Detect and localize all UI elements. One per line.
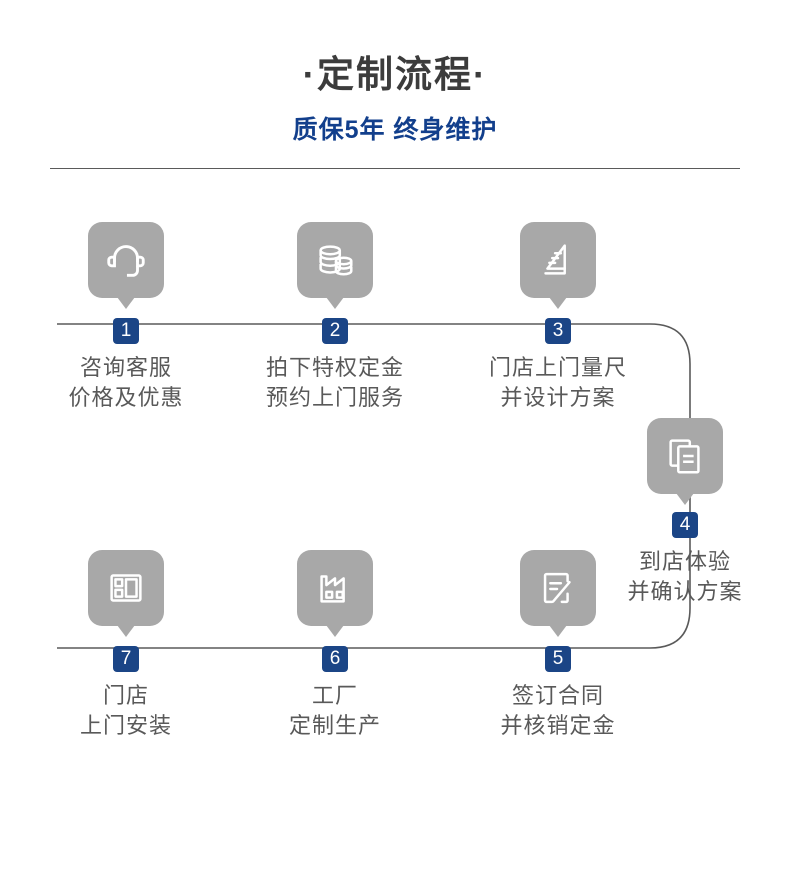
step-7-caption-line-1: 门店 — [102, 683, 149, 708]
step-2-badge: 2 — [322, 318, 348, 344]
step-5-caption-line-2: 并核销定金 — [500, 713, 616, 738]
coins-stack-icon — [297, 222, 373, 298]
step-7-icon-tail — [117, 625, 135, 637]
step-6-badge: 6 — [322, 646, 348, 672]
contract-sign-icon — [520, 550, 596, 626]
documents-icon — [647, 418, 723, 494]
step-1-icon-wrap — [88, 222, 164, 309]
step-3-caption-line-1: 门店上门量尺 — [488, 355, 627, 380]
step-3-icon-wrap — [520, 222, 596, 309]
step-6-icon-tail — [326, 625, 344, 637]
step-2[interactable]: 2 拍下特权定金 预约上门服务 — [255, 222, 415, 413]
step-5-caption-line-1: 签订合同 — [511, 683, 604, 708]
step-2-caption-line-2: 预约上门服务 — [265, 385, 404, 410]
step-4-caption-line-1: 到店体验 — [638, 549, 731, 574]
window-layout-icon — [88, 550, 164, 626]
step-5-caption: 签订合同 并核销定金 — [478, 681, 638, 741]
step-2-icon-tail — [326, 297, 344, 309]
step-2-icon-wrap — [297, 222, 373, 309]
step-5-icon-wrap — [520, 550, 596, 637]
step-5-badge: 5 — [545, 646, 571, 672]
step-1-caption: 咨询客服 价格及优惠 — [46, 353, 206, 413]
step-4-icon-tail — [676, 493, 694, 505]
step-4-badge: 4 — [672, 512, 698, 538]
step-4-caption-line-2: 并确认方案 — [627, 579, 743, 604]
step-2-caption: 拍下特权定金 预约上门服务 — [255, 353, 415, 413]
step-6-caption-line-2: 定制生产 — [288, 713, 381, 738]
step-7[interactable]: 7 门店 上门安装 — [46, 550, 206, 741]
step-7-caption: 门店 上门安装 — [46, 681, 206, 741]
step-1-badge: 1 — [113, 318, 139, 344]
step-1[interactable]: 1 咨询客服 价格及优惠 — [46, 222, 206, 413]
step-3-caption-line-2: 并设计方案 — [500, 385, 616, 410]
headset-icon — [88, 222, 164, 298]
factory-icon — [297, 550, 373, 626]
step-3[interactable]: 3 门店上门量尺 并设计方案 — [478, 222, 638, 413]
step-2-caption-line-1: 拍下特权定金 — [265, 355, 404, 380]
step-5-icon-tail — [549, 625, 567, 637]
step-6-caption-line-1: 工厂 — [311, 683, 358, 708]
step-3-badge: 3 — [545, 318, 571, 344]
page-subtitle: 质保5年 终身维护 — [292, 116, 498, 144]
page-title: ·定制流程· — [302, 54, 488, 95]
step-4-icon-wrap — [647, 418, 723, 505]
step-1-icon-tail — [117, 297, 135, 309]
step-4[interactable]: 4 到店体验 并确认方案 — [605, 418, 765, 607]
step-1-caption-line-2: 价格及优惠 — [68, 385, 184, 410]
step-3-caption: 门店上门量尺 并设计方案 — [478, 353, 638, 413]
header-divider — [50, 168, 740, 169]
step-6-caption: 工厂 定制生产 — [255, 681, 415, 741]
step-6-icon-wrap — [297, 550, 373, 637]
step-7-badge: 7 — [113, 646, 139, 672]
ruler-icon — [520, 222, 596, 298]
step-7-caption-line-2: 上门安装 — [79, 713, 172, 738]
step-7-icon-wrap — [88, 550, 164, 637]
step-3-icon-tail — [549, 297, 567, 309]
step-6[interactable]: 6 工厂 定制生产 — [255, 550, 415, 741]
step-5[interactable]: 5 签订合同 并核销定金 — [478, 550, 638, 741]
step-4-caption: 到店体验 并确认方案 — [605, 547, 765, 607]
step-1-caption-line-1: 咨询客服 — [79, 355, 172, 380]
